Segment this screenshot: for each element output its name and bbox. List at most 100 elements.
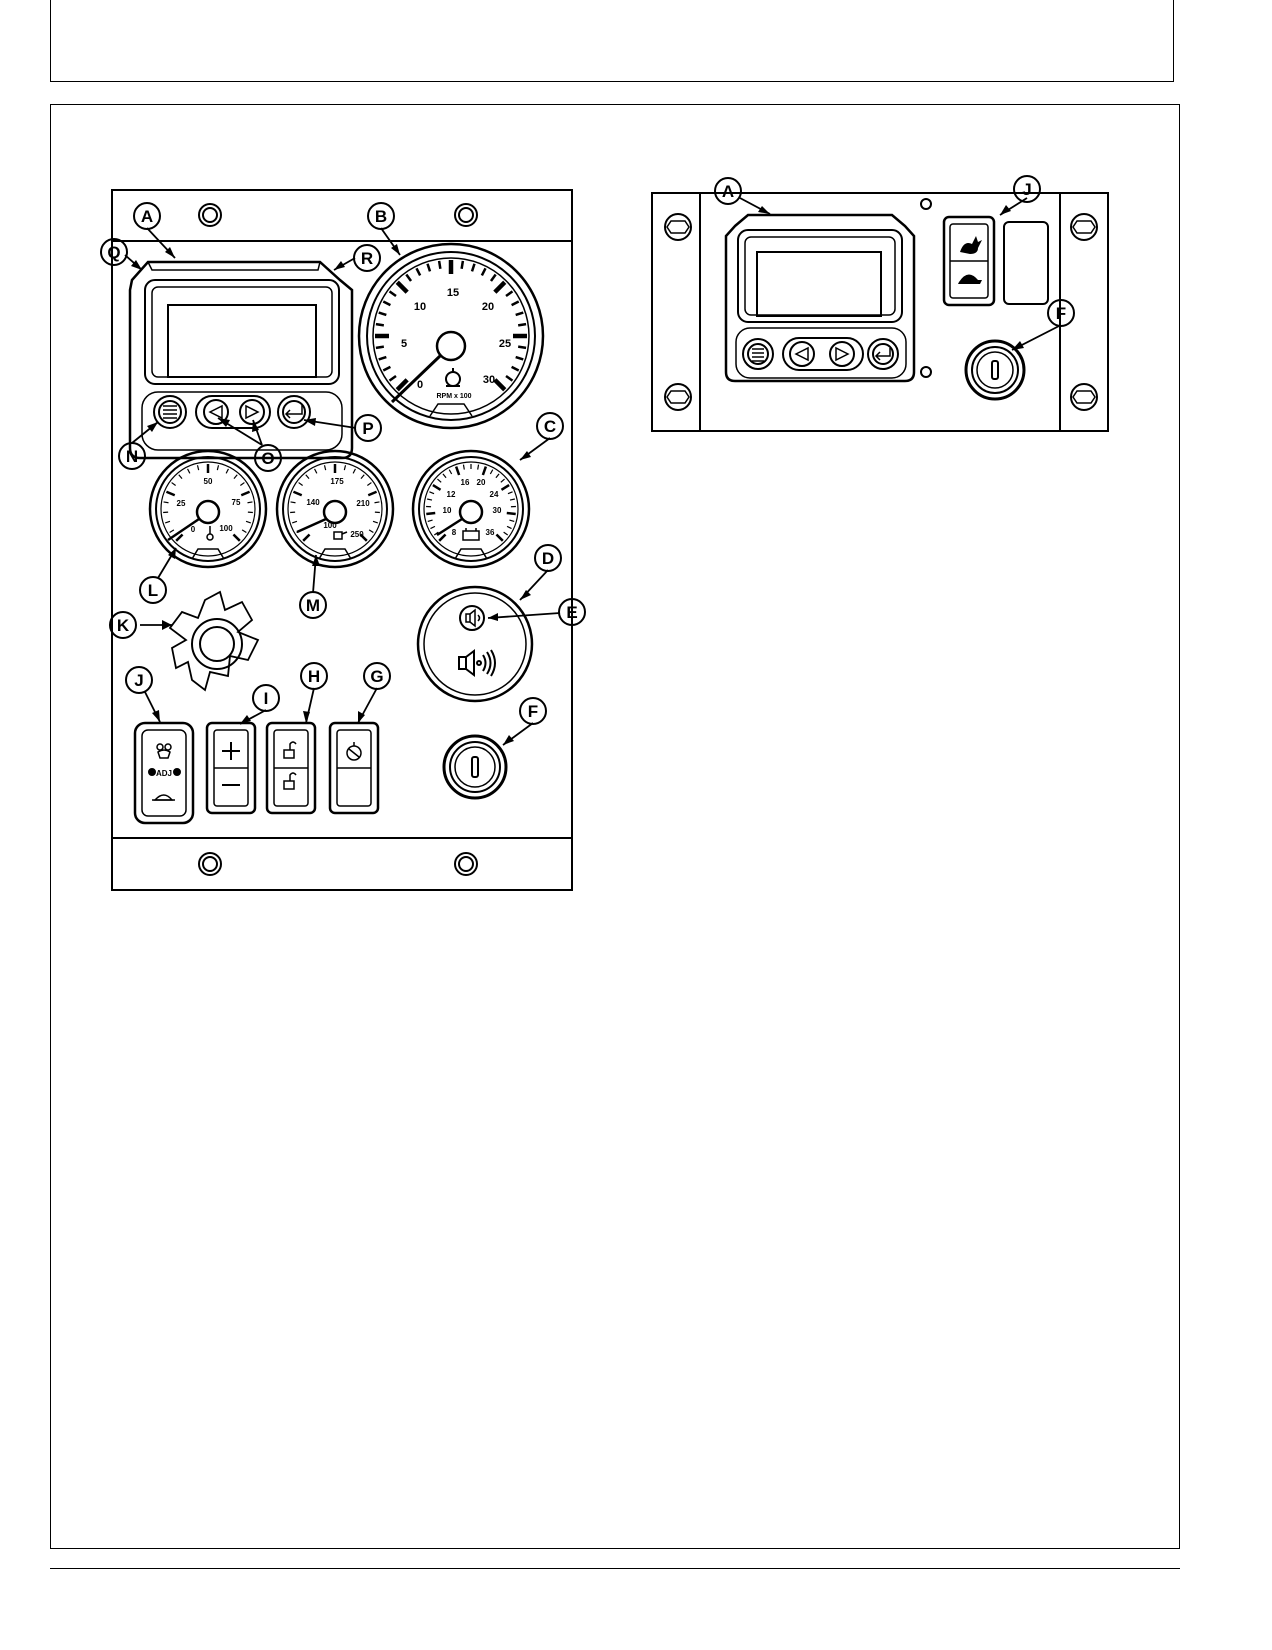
gauge-tick [511,365,520,372]
rabbit-icon [960,236,982,254]
horn-button-high[interactable] [458,649,496,677]
mounting-hole [454,852,478,876]
mounting-bolt [1070,383,1098,411]
callout-k: K [117,616,130,635]
oil-tick-label: 140 [306,498,320,507]
gauge-tick [343,465,347,471]
gauge-tick [225,468,229,474]
engine-switch[interactable] [328,721,380,815]
gauge-tick [165,490,176,497]
gauge-tick [374,501,380,504]
gauge-tick [493,280,507,294]
gauge-tick [500,478,505,483]
tach-tick-label: 25 [499,338,511,350]
gauge-tick [509,519,515,523]
gauge-tick [509,498,516,501]
lock-switch[interactable] [265,721,317,815]
gauge-tick [517,322,527,327]
gauge-tick [240,482,245,486]
gauge-tick [462,464,465,470]
increase-decrease-switch[interactable] [205,721,257,815]
tachometer-labels: 0 5 10 15 20 25 30 RPM x 100 [401,287,511,400]
key-switch[interactable] [964,339,1026,401]
gauge-tick [367,482,372,486]
horn-button-low[interactable] [459,605,485,631]
gauge-tick [480,267,487,276]
leader-arrowheads [131,205,1024,745]
gauge-tick [196,465,200,471]
callout-f: F [528,702,538,721]
key-icon [471,756,479,778]
coolant-tick-label: 100 [219,524,233,533]
speed-adjust-rocker-switch[interactable] [133,721,195,825]
left-arrow-button[interactable] [789,341,815,367]
callout-m: M [306,596,320,615]
gauge-tick [429,491,435,495]
lock-icon [283,772,297,790]
mounting-bolt [1070,213,1098,241]
volt-tick-label: 10 [443,506,452,515]
oil-tick-label: 250 [350,530,364,539]
volt-tick-label: 8 [452,528,457,537]
key-switch[interactable] [442,734,508,800]
gauge-tick [216,465,220,471]
enter-button[interactable] [277,395,311,429]
battery-icon [462,528,480,541]
callout-p: P [362,419,373,438]
menu-button[interactable] [153,395,187,429]
oil-tick-label: 100 [323,521,337,530]
gauge-tick [187,468,191,474]
left-arrow-icon [208,404,223,420]
callout-o: O [261,449,274,468]
gauge-tick [241,529,247,534]
gauge-tick [395,378,409,392]
plus-icon [222,742,240,760]
gauge-tick [292,520,298,524]
gauge-tick [378,355,387,361]
right-arrow-button[interactable] [829,341,855,367]
volt-tick-label: 24 [490,490,499,499]
turtle-icon [958,274,982,284]
gauge-tick [500,484,510,491]
gauge-tick [388,374,397,382]
callout-b: B [375,207,387,226]
callout-j: J [134,671,143,690]
thermometer-icon [206,526,214,541]
gauge-tick [507,491,513,495]
voltage-gauge [411,449,531,569]
callout-e: E [566,603,577,622]
figure-frame [50,104,1180,1549]
gauge-tick [515,355,524,361]
callout-j: J [1022,180,1031,199]
gauge-tick [169,529,175,534]
gauge-tick [360,474,365,479]
mounting-bolt [664,213,692,241]
gauge-tick [405,273,413,282]
menu-button[interactable] [742,338,774,370]
callout-a: A [722,182,734,201]
callout-q: Q [107,243,120,262]
blank-switch-cover [1003,221,1049,305]
gauge-tick [292,490,303,497]
tach-tick-label: 15 [447,287,459,299]
gauge-tick [163,501,169,504]
oil-pressure-gauge [275,449,395,569]
enter-button[interactable] [867,338,899,370]
tachometer [357,242,545,430]
coolant-tick-label: 50 [204,477,213,486]
speed-select-switch[interactable] [942,215,996,307]
voltage-gauge-labels: 8 10 12 16 20 24 30 36 [443,478,502,537]
horn-icon [465,608,481,628]
gauge-tick [430,525,436,530]
callout-i: I [264,689,269,708]
gauge-tick [178,474,183,479]
gauge-tick [460,260,465,270]
gauge-tick [415,267,422,276]
callout-n: N [126,447,138,466]
right-arrow-button[interactable] [239,399,265,425]
volt-tick-label: 36 [486,528,495,537]
callout-h: H [308,667,320,686]
left-arrow-button[interactable] [203,399,229,425]
throttle-knob[interactable] [168,590,260,692]
gauge-tick [372,520,378,524]
